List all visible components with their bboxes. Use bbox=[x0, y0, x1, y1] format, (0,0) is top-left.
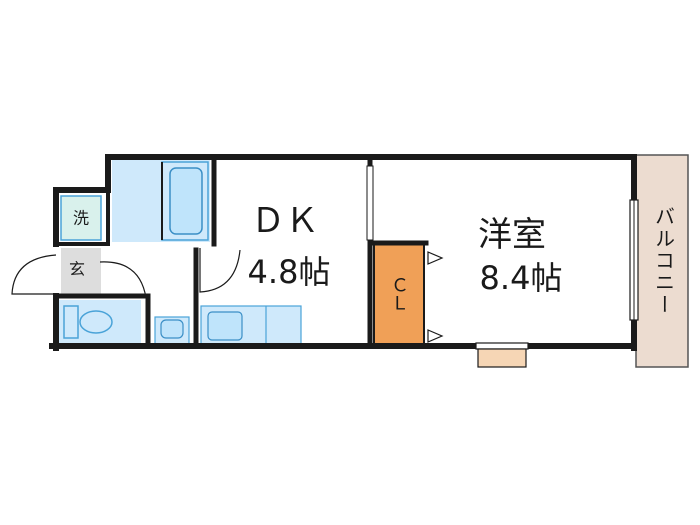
bottom-window bbox=[475, 342, 529, 350]
walls bbox=[49, 154, 637, 351]
toilet-bowl bbox=[79, 310, 113, 334]
balcony bbox=[635, 154, 689, 368]
laundry-label: 洗 bbox=[73, 209, 89, 228]
closet-door bbox=[427, 329, 444, 343]
dk-door-swing bbox=[199, 248, 241, 293]
western-room-size: 8.4帖 bbox=[480, 259, 563, 297]
laundry-area bbox=[60, 195, 102, 241]
toilet-tank bbox=[63, 305, 79, 339]
entrance-area bbox=[61, 248, 101, 294]
entrance-door-swing bbox=[11, 254, 57, 295]
kitchen-sink bbox=[207, 311, 243, 341]
window-bay bbox=[477, 348, 527, 368]
sliding-door bbox=[366, 165, 374, 241]
entrance-label: 玄 bbox=[69, 260, 85, 279]
hall-door-swing bbox=[99, 261, 147, 299]
closet-label: ＣＬ bbox=[388, 276, 409, 312]
balcony-label: バルコニー bbox=[652, 206, 676, 316]
closet-door bbox=[427, 251, 444, 265]
dk-size: 4.8帖 bbox=[248, 253, 331, 291]
western-room-name: 洋室 bbox=[478, 215, 546, 255]
dk-name: ＤＫ bbox=[251, 201, 319, 241]
bathtub-basin bbox=[169, 167, 203, 235]
